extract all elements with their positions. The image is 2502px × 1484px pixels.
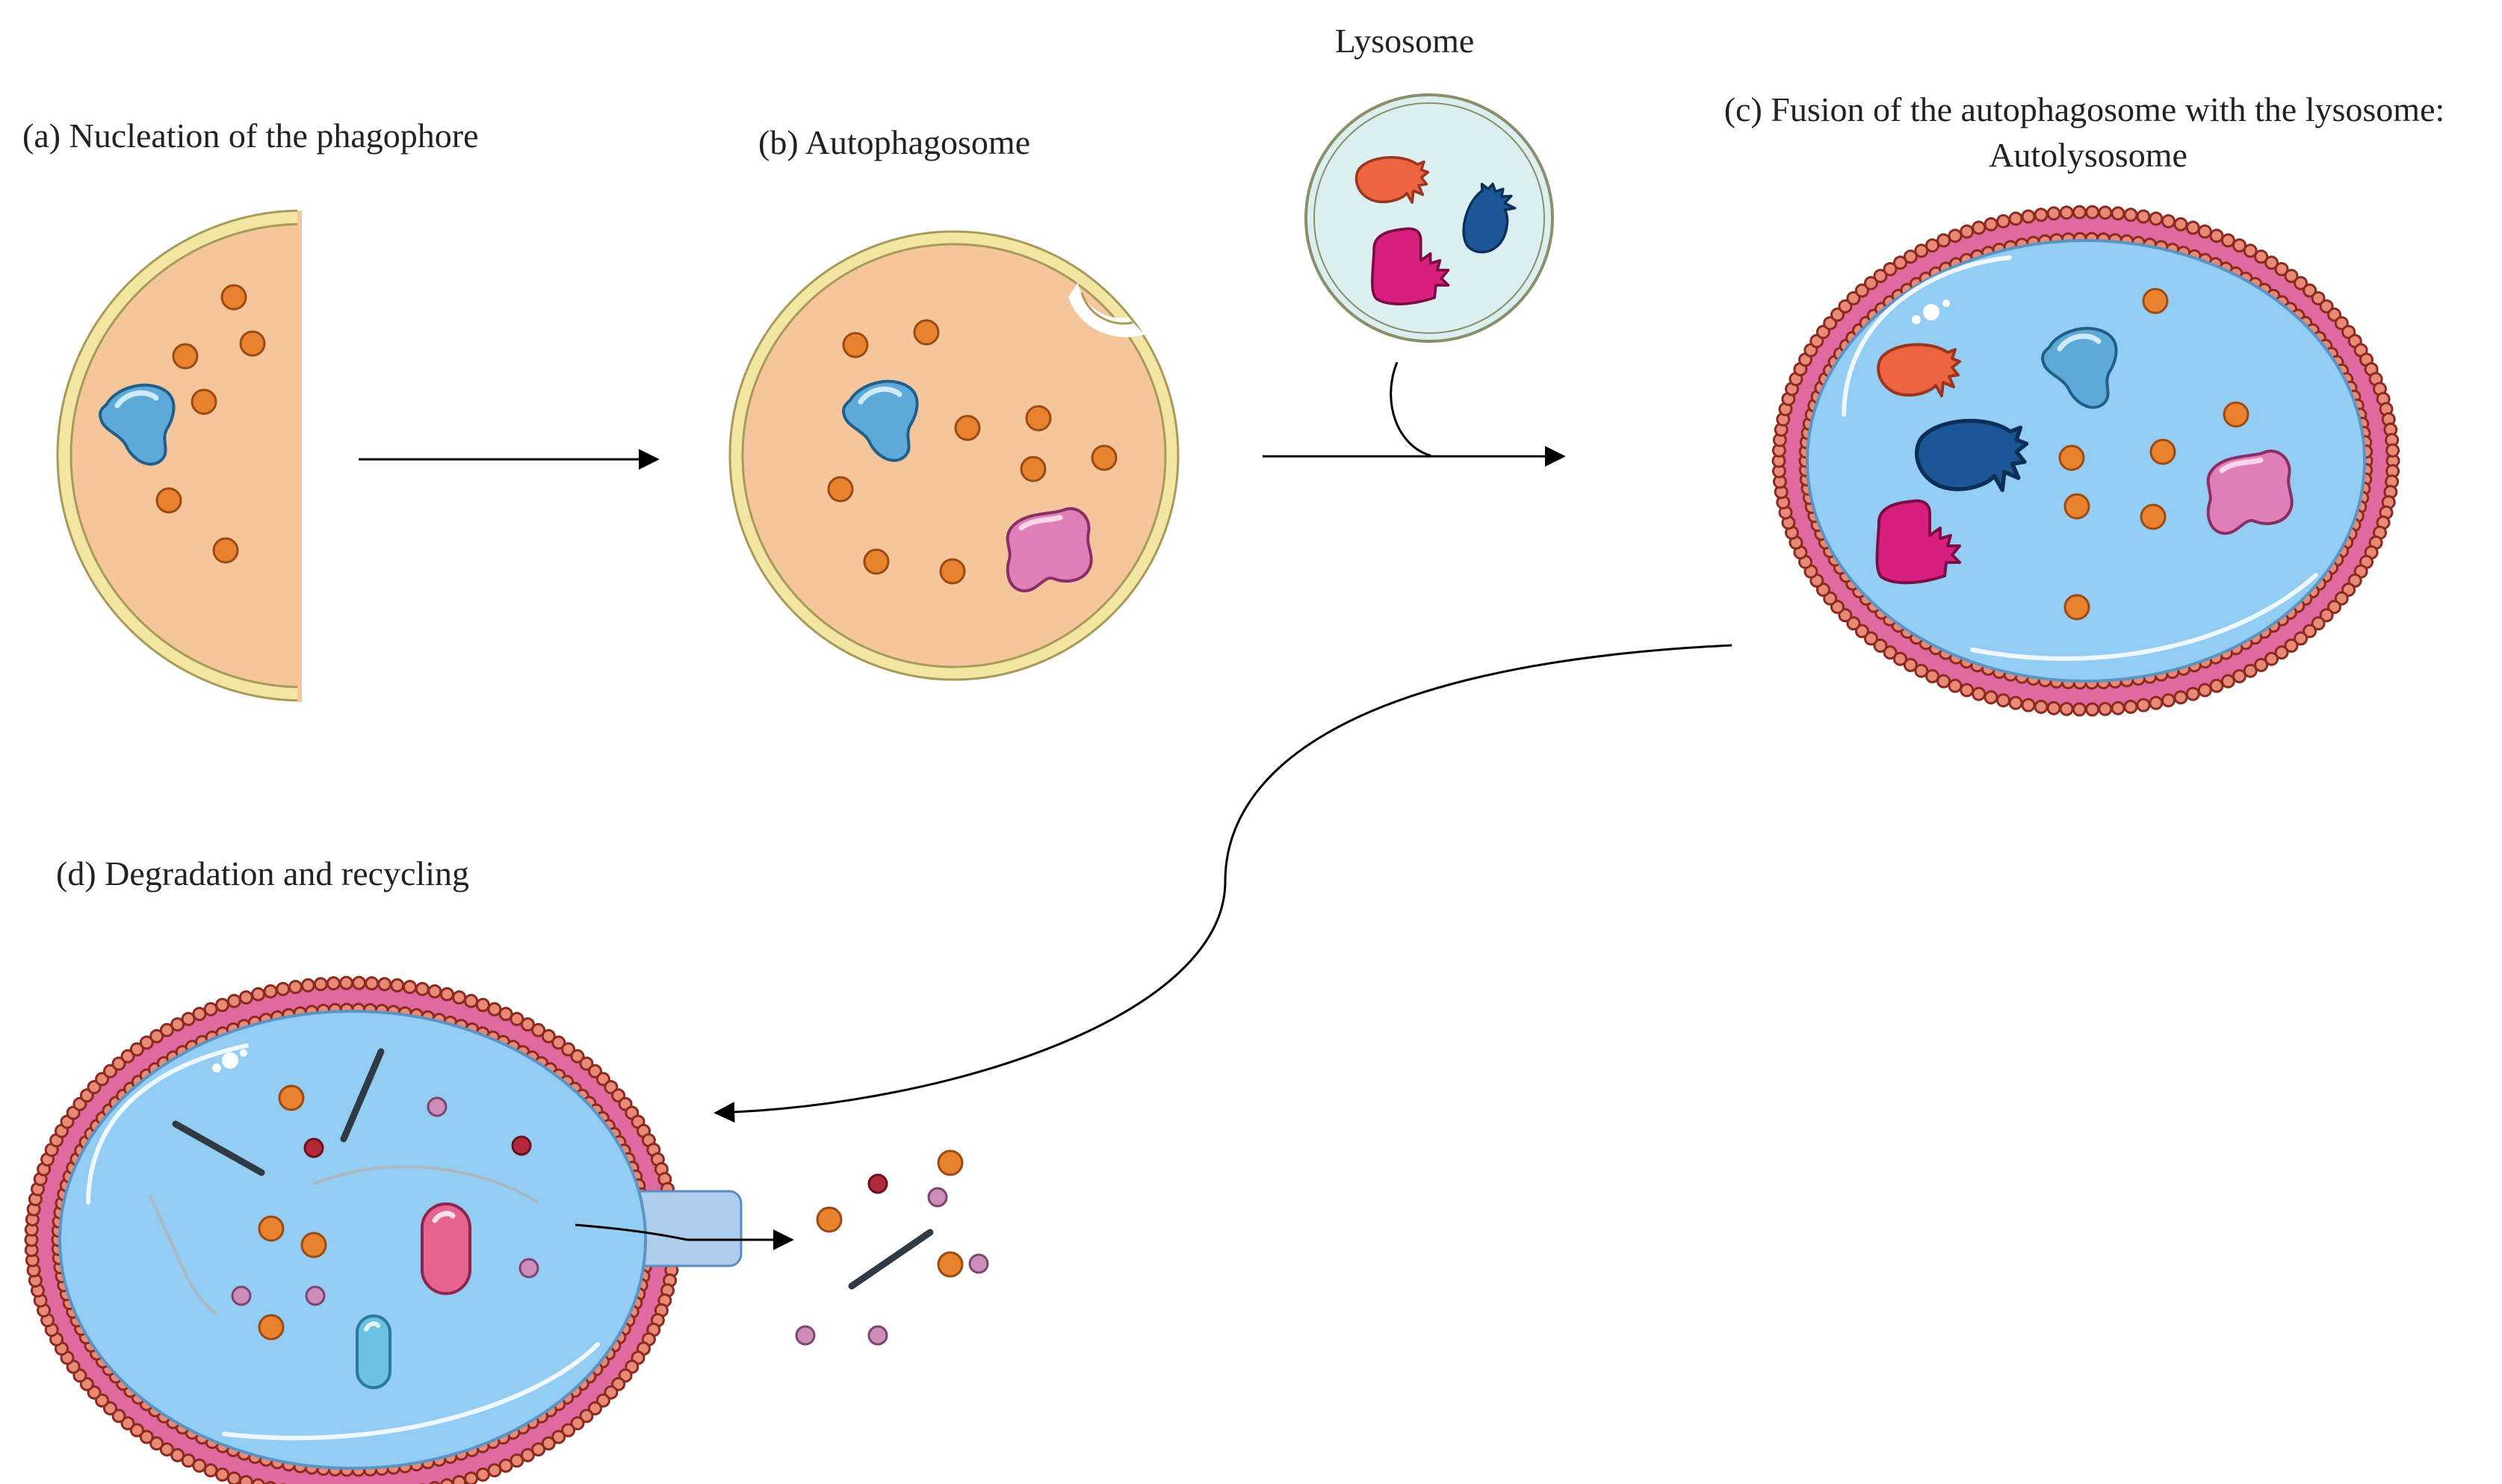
particle — [913, 319, 940, 346]
label-d: (d) Degradation and recycling — [56, 854, 469, 892]
label-a: (a) Nucleation of the phagophore — [22, 117, 479, 155]
label-b: (b) Autophagosome — [758, 123, 1030, 161]
particle — [2223, 401, 2249, 428]
particle — [2063, 594, 2090, 621]
particle — [816, 1206, 843, 1233]
damaged-protein-icon — [1008, 509, 1091, 591]
lysosome — [1304, 93, 1554, 343]
recycled-products — [795, 1149, 989, 1346]
degradation-vesicle — [24, 975, 743, 1484]
particle — [937, 1251, 964, 1278]
autophagosome — [728, 230, 1180, 681]
particle — [2149, 438, 2176, 465]
particle — [300, 1232, 327, 1258]
particle — [155, 487, 182, 514]
particle — [937, 1149, 964, 1176]
damaged-protein-icon — [2208, 451, 2292, 533]
particle — [212, 537, 239, 564]
arrow-c-to-d — [713, 644, 1732, 1123]
particle — [239, 330, 266, 357]
particle — [2058, 444, 2085, 471]
autolysosome — [1771, 205, 2400, 717]
phagophore — [56, 209, 302, 702]
lysosome-joining-line — [1390, 361, 1431, 457]
particle — [939, 558, 966, 585]
particle — [2063, 493, 2090, 520]
particle — [278, 1084, 305, 1111]
label-lysosome: Lysosome — [1335, 22, 1475, 60]
particle — [2142, 288, 2169, 314]
particle — [220, 284, 247, 311]
degraded-protein-icon — [356, 1314, 391, 1389]
particle — [954, 415, 981, 441]
particle — [2140, 503, 2167, 530]
particle — [258, 1314, 285, 1341]
particle — [827, 476, 854, 503]
label-c-line2: Autolysosome — [1989, 136, 2187, 174]
particle — [863, 548, 890, 575]
particle — [191, 388, 217, 415]
particle — [842, 332, 869, 358]
particle — [1020, 456, 1047, 482]
particle — [1091, 444, 1118, 471]
degraded-protein-icon — [421, 1202, 471, 1295]
particle — [172, 343, 199, 370]
label-c-line1: (c) Fusion of the autophagosome with the… — [1724, 90, 2445, 128]
particle — [258, 1215, 285, 1242]
release-arrow — [575, 1223, 688, 1241]
particle — [1025, 405, 1052, 432]
